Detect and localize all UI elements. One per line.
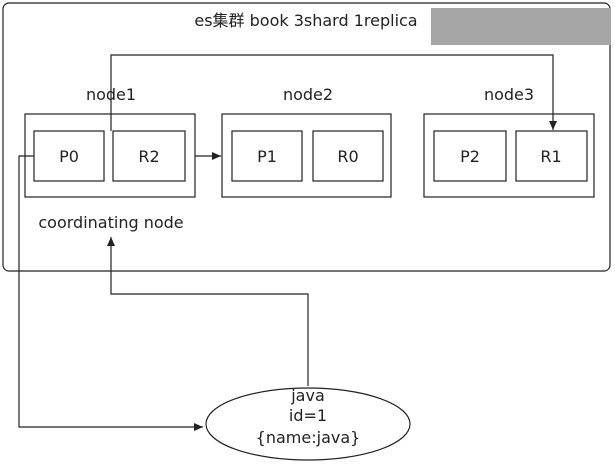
node-label-3: node3 xyxy=(484,85,534,104)
shard-p1 xyxy=(231,130,303,182)
shard-r1-label: R1 xyxy=(540,147,561,166)
node3-box xyxy=(423,113,595,198)
client-line-3: {name:java} xyxy=(256,428,361,447)
node1-box xyxy=(24,113,196,198)
arrow-p0-to-client xyxy=(18,155,203,431)
arrow-client-to-coordinating xyxy=(107,237,309,386)
client-line-2: id=1 xyxy=(289,406,327,425)
node-label-2: node2 xyxy=(283,85,333,104)
coordinating-node-label: coordinating node xyxy=(38,213,183,232)
shard-p2-label: P2 xyxy=(460,147,480,166)
java-client-ellipse xyxy=(205,387,411,461)
shard-p2 xyxy=(433,130,507,182)
shard-r2-label: R2 xyxy=(138,147,159,166)
shard-r0 xyxy=(312,130,384,182)
shard-r2 xyxy=(112,130,186,182)
cluster-title: es集群 book 3shard 1replica xyxy=(194,11,417,30)
shard-p1-label: P1 xyxy=(257,147,277,166)
shard-r1 xyxy=(515,130,588,182)
shard-p0-label: P0 xyxy=(59,147,79,166)
arrow-r2-to-r1 xyxy=(110,54,557,131)
cluster-frame xyxy=(2,2,611,272)
client-line-1: java xyxy=(290,386,325,405)
redacted-block xyxy=(431,8,611,45)
shard-r0-label: R0 xyxy=(337,147,358,166)
node2-box xyxy=(221,113,392,198)
